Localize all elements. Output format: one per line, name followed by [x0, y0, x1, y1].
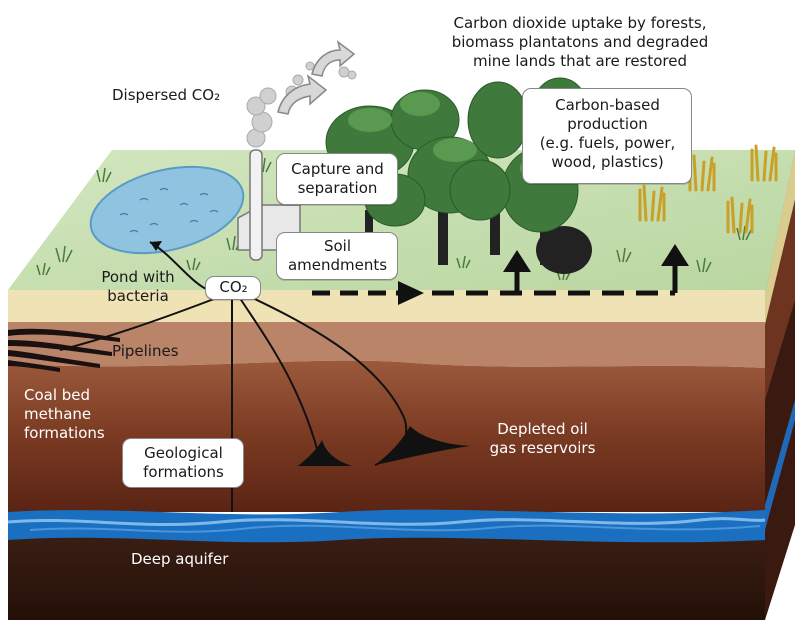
transport-arrows	[312, 244, 689, 305]
co2-rise-arrows	[277, 40, 356, 115]
topsoil-layer	[8, 322, 765, 368]
coal-bed-streaks	[8, 328, 120, 372]
capture-callout	[276, 153, 398, 205]
geological-callout	[122, 438, 244, 488]
deep-aquifer-label: Deep aquifer	[131, 550, 229, 568]
deep-aquifer	[7, 509, 766, 543]
dispersed-co2-label: Dispersed CO₂	[112, 86, 221, 104]
co2-callout	[205, 276, 261, 300]
block-side-face	[765, 150, 795, 620]
depleted-reservoirs-label: Depleted oil gas reservoirs	[489, 420, 596, 457]
uptake-label: Carbon dioxide uptake by forests, biomas…	[451, 14, 709, 70]
carbon-based-callout	[522, 88, 692, 184]
carbon-based-label: Carbon-based production (e.g. fuels, pow…	[539, 96, 676, 171]
geological-label: Geological formations	[143, 444, 224, 481]
pond-label: Pond with bacteria	[101, 268, 175, 305]
clay-layer	[8, 360, 765, 512]
pipelines-label: Pipelines	[112, 342, 179, 360]
pond	[89, 165, 245, 255]
smoke-plume	[246, 61, 357, 148]
capture-label: Capture and separation	[291, 160, 384, 197]
coal-bed-label: Coal bed methane formations	[24, 386, 105, 442]
soil-callout	[276, 232, 398, 280]
co2-label: CO₂	[219, 278, 248, 296]
grass-tufts	[36, 157, 752, 281]
bedrock-layer	[8, 535, 765, 620]
soil-amendments-label: Soil amendments	[287, 237, 388, 274]
arrow-heads	[150, 241, 470, 466]
